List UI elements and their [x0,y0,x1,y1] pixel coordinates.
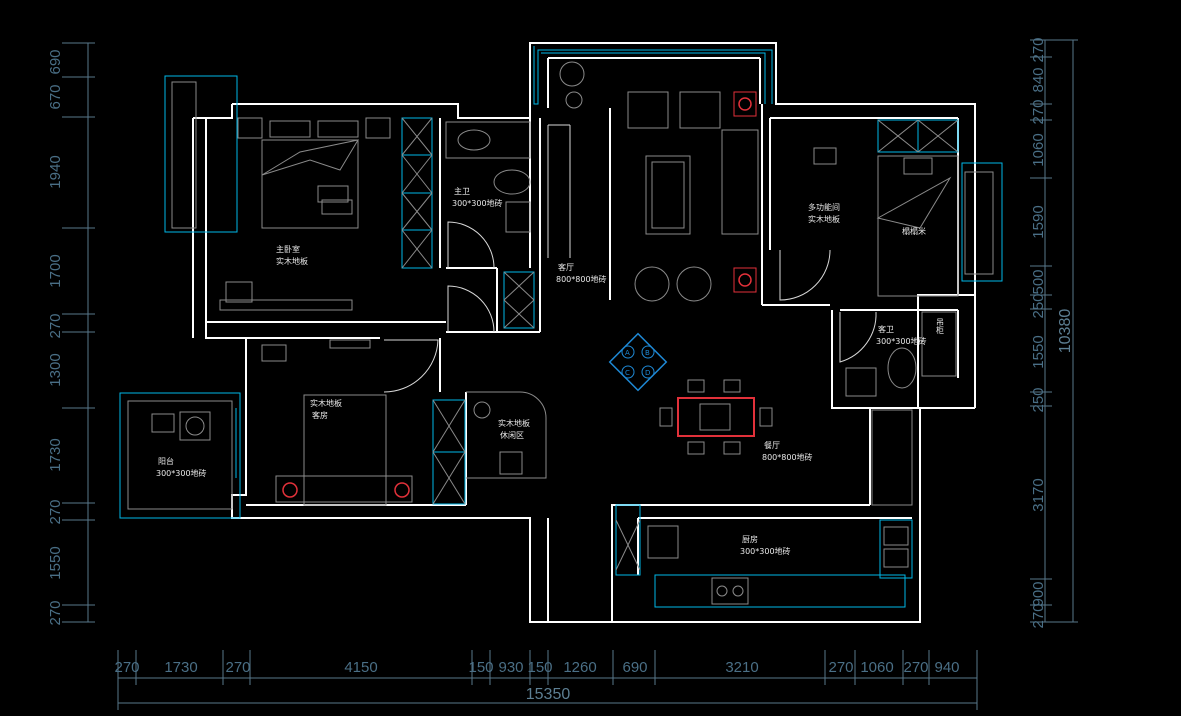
bottom-dim-4: 4150 [344,659,377,676]
guest-room-floor: 实木地板 [310,398,342,408]
furniture: A B C D [151,61,959,605]
coffee-table [645,155,691,235]
right-dim-5: 1590 [1030,205,1047,238]
compass-label-d: D [645,369,650,377]
right-dim-3: 270 [1030,99,1047,124]
bottom-total-dim: 15350 [526,686,571,703]
right-dim-9: 250 [1030,387,1047,412]
master-bedroom-name: 主卧室 [276,244,300,254]
living-room-name: 客厅 [558,262,574,272]
living-room-floor: 800*800地砖 [556,274,607,284]
tatami-name: 榻榻米 [902,226,926,236]
right-dim-12: 270 [1030,603,1047,628]
master-bath-name: 主卫 [454,186,470,196]
bottom-dim-13: 270 [903,659,928,676]
multi-room-floor: 实木地板 [808,214,840,224]
right-dim-8: 1550 [1030,335,1047,368]
leisure-name: 休闲区 [500,430,524,440]
left-dim-8: 270 [47,499,64,524]
left-dim-6: 1300 [47,353,64,386]
right-dimension-chain: 270 840 270 1060 1590 500 250 1550 250 3… [1030,37,1078,629]
bottom-dim-7: 150 [527,659,552,676]
bottom-dim-12: 1060 [860,659,893,676]
compass-label-b: B [645,349,650,357]
compass-label-a: A [625,349,630,357]
balcony-floor: 300*300地砖 [156,468,207,478]
guest-room-name: 客房 [312,410,328,420]
bottom-dim-2: 1730 [164,659,197,676]
right-dim-1: 270 [1030,37,1047,62]
left-dim-4: 1700 [47,254,64,287]
multi-room-name: 多功能间 [808,202,840,212]
bathtub [445,121,531,159]
right-dim-6: 500 [1030,269,1047,294]
bottom-dim-5: 150 [468,659,493,676]
balcony-name: 阳台 [158,456,174,466]
left-dim-1: 690 [47,49,64,74]
cabinet-label: 吊柜 [936,318,945,335]
bottom-dim-1: 270 [114,659,139,676]
guest-bath-floor: 300*300地砖 [876,336,927,346]
dining-table [677,397,755,437]
bottom-dimension-chain: 270 1730 270 4150 150 930 150 1260 690 3… [114,650,978,710]
left-dim-10: 270 [47,600,64,625]
master-bedroom-floor: 实木地板 [276,256,308,266]
right-dim-11: 900 [1030,581,1047,606]
cyan-details [119,46,1003,608]
right-dim-4: 1060 [1030,133,1047,166]
compass-mark: A B C D [608,332,668,392]
room-labels: 主卧室 实木地板 主卫 300*300地砖 客厅 800*800地砖 多功能间 … [156,186,945,556]
left-dim-3: 1940 [47,155,64,188]
left-dimension-chain: 690 670 1940 1700 270 1300 1730 270 1550… [47,42,95,626]
door-swings [383,124,877,393]
bottom-dim-8: 1260 [563,659,596,676]
dining-floor: 800*800地砖 [762,452,813,462]
guest-bed [303,394,387,506]
right-total-dim: 10380 [1057,309,1074,354]
master-bed [261,139,359,229]
left-dim-2: 670 [47,84,64,109]
bottom-dim-9: 690 [622,659,647,676]
master-bath-floor: 300*300地砖 [452,198,503,208]
red-lamp-marks [282,91,757,498]
bottom-dim-11: 270 [828,659,853,676]
right-dim-2: 840 [1030,67,1047,92]
bottom-dim-6: 930 [498,659,523,676]
left-dim-9: 1550 [47,546,64,579]
bottom-dim-10: 3210 [725,659,758,676]
bottom-dim-3: 270 [225,659,250,676]
left-dim-5: 270 [47,313,64,338]
kitchen-name: 厨房 [742,534,758,544]
guest-bath-name: 客卫 [878,324,894,334]
dining-name: 餐厅 [764,441,780,450]
left-dim-7: 1730 [47,438,64,471]
walls [192,42,976,623]
leisure-floor: 实木地板 [498,418,530,428]
kitchen-floor: 300*300地砖 [740,546,791,556]
compass-label-c: C [625,369,630,377]
bottom-dim-14: 940 [934,659,959,676]
right-dim-7: 250 [1030,293,1047,318]
right-dim-10: 3170 [1030,478,1047,511]
